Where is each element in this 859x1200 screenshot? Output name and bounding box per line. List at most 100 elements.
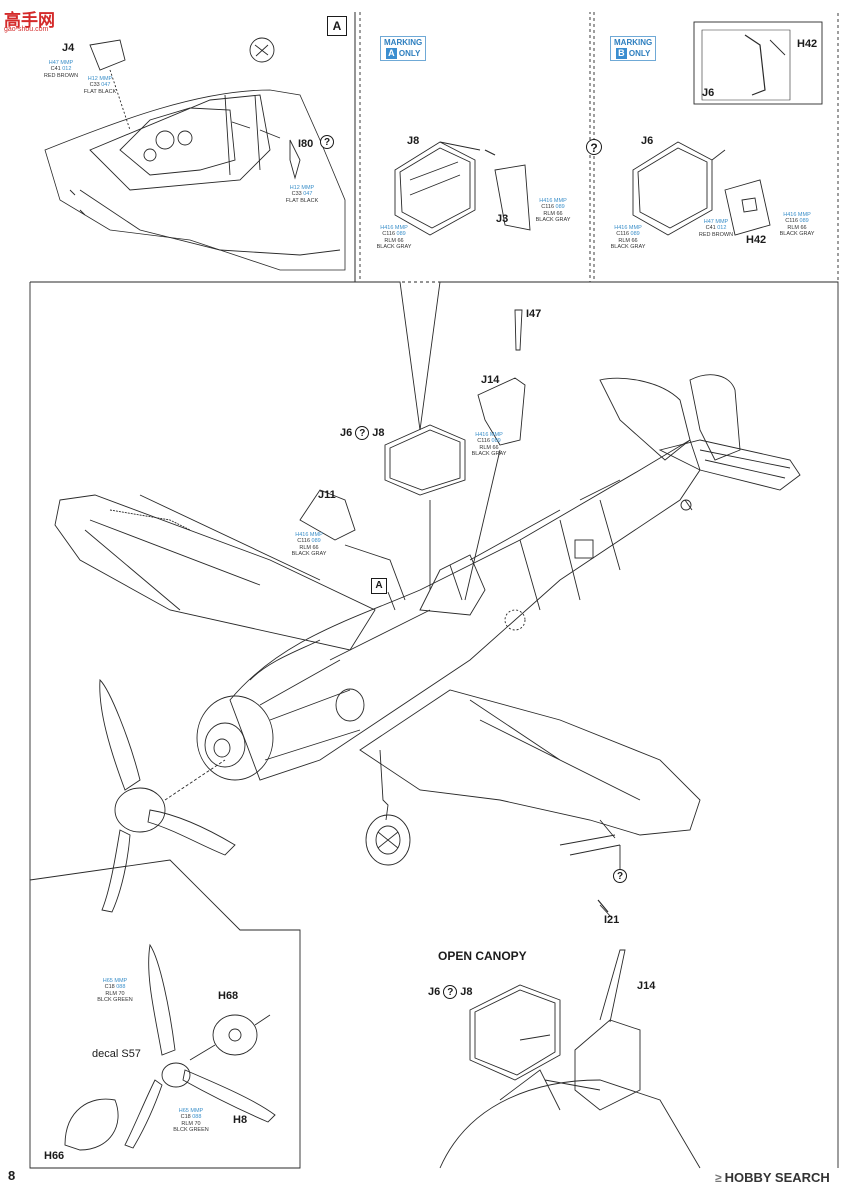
hobby-search-text: HOBBY SEARCH (724, 1170, 830, 1185)
paint-color-code: C41 (705, 225, 716, 232)
paint-number: 089 (630, 231, 640, 238)
paint-hobby-code: H416 MMP (475, 432, 503, 438)
panel-a-marker: A (327, 16, 347, 36)
inset-h42-label: H42 (797, 38, 818, 50)
paint-hobby-code: H47 MMP (48, 60, 74, 66)
inset-j6-label: J6 (702, 87, 715, 99)
part-j14-label: J14 (637, 980, 656, 992)
paint-name: RLM 66 (618, 237, 638, 244)
paint-name: RLM 66 (299, 544, 319, 551)
marking-suffix: ONLY (398, 49, 421, 58)
paint-callout: H416 MMP C116 089 RLM 66 BLACK GRAY (470, 432, 508, 458)
part-j6-j8-label: J6 ? J8 (340, 426, 385, 440)
propeller-frame (29, 859, 301, 1169)
part-h66-label: H66 (44, 1150, 65, 1162)
paint-name: RLM 66 (543, 210, 563, 217)
paint-hobby-code: H416 MMP (380, 225, 408, 231)
paint-hobby-code: H12 MMP (289, 185, 315, 191)
part-i47-label: I47 (526, 308, 542, 320)
paint-color-code: C116 (477, 438, 491, 445)
main-frame-top (30, 281, 839, 1168)
paint-number: 012 (62, 66, 72, 73)
part-j8-label: J8 (460, 986, 473, 998)
paint-hobby-code: H416 MMP (295, 532, 323, 538)
paint-name: RLM 70 (105, 990, 125, 997)
part-j14-label: J14 (481, 374, 500, 386)
marking-word: MARKING (614, 38, 653, 47)
paint-callout: H47 MMP C41 012 RED BROWN (43, 60, 79, 79)
paint-callout: H12 MMP C33 047 FLAT BLACK (82, 76, 118, 95)
paint-callout: H416 MMP C116 089 RLM 66 BLACK GRAY (534, 198, 572, 224)
paint-number: 089 (311, 538, 321, 545)
paint-hobby-code: H65 MMP (178, 1108, 204, 1114)
marking-suffix: ONLY (628, 49, 651, 58)
paint-name: FLAT BLACK (83, 88, 117, 95)
open-canopy-j6-j8-label: J6 ? J8 (428, 985, 473, 999)
paint-color-code: C41 (50, 66, 61, 73)
part-j8-label: J8 (372, 427, 385, 439)
part-j6-label: J6 (641, 135, 654, 147)
paint-number: 088 (192, 1114, 202, 1121)
paint-callout: H47 MMP C41 012 RED BROWN (697, 219, 735, 238)
paint-name: RLM 66 (787, 224, 807, 231)
paint-number: 047 (303, 191, 313, 198)
paint-name: BLACK GRAY (376, 244, 412, 251)
panel-a-border (354, 12, 360, 283)
paint-number: 012 (717, 225, 727, 232)
paint-name: BLACK GRAY (471, 451, 507, 458)
part-j3-label: J3 (496, 213, 509, 225)
part-j8-label: J8 (407, 135, 420, 147)
paint-color-code: C116 (297, 538, 311, 545)
paint-name: BLACK GRAY (291, 551, 327, 558)
optional-part-icon: ? (586, 139, 602, 155)
paint-color-code: C116 (785, 218, 799, 225)
paint-name: RLM 70 (181, 1120, 201, 1127)
paint-name: BLACK GRAY (779, 231, 815, 238)
paint-hobby-code: H65 MMP (102, 978, 128, 984)
marking-letter: A (385, 48, 397, 59)
paint-name: BLCK GREEN (97, 997, 133, 1004)
optional-part-icon: ? (443, 985, 458, 999)
paint-name: BLACK GRAY (535, 217, 571, 224)
paint-callout: H65 MMP C18 088 RLM 70 BLCK GREEN (172, 1108, 210, 1134)
paint-name: BLACK GRAY (610, 244, 646, 251)
paint-hobby-code: H12 MMP (87, 76, 113, 82)
paint-name: RLM 66 (384, 237, 404, 244)
paint-name: RED BROWN (43, 72, 79, 79)
part-j6-label: J6 (340, 427, 353, 439)
hobby-search-mark-icon: ≥ (715, 1170, 722, 1185)
decal-s57-label: decal S57 (92, 1048, 141, 1060)
part-h42-label: H42 (746, 234, 767, 246)
optional-part-icon: ? (320, 135, 334, 149)
optional-part-icon: ? (613, 869, 627, 883)
detail-a-marker: A (371, 578, 387, 594)
paint-number: 089 (555, 204, 565, 211)
page-number: 8 (8, 1168, 16, 1183)
marking-word: MARKING (384, 38, 423, 47)
hobby-search-logo: ≥ HOBBY SEARCH (715, 1170, 830, 1185)
site-watermark-text: 高手网 (4, 11, 55, 31)
part-h8-label: H8 (233, 1114, 248, 1126)
site-watermark: 高手网 (4, 6, 55, 31)
paint-color-code: C33 (291, 191, 302, 198)
paint-hobby-code: H416 MMP (539, 198, 567, 204)
paint-callout: H65 MMP C18 088 RLM 70 BLCK GREEN (96, 978, 134, 1004)
paint-color-code: C116 (616, 231, 630, 238)
optional-part-icon: ? (355, 426, 370, 440)
paint-color-code: C116 (541, 204, 555, 211)
paint-number: 088 (116, 984, 126, 991)
paint-color-code: C18 (180, 1114, 191, 1121)
paint-hobby-code: H47 MMP (703, 219, 729, 225)
paint-color-code: C18 (104, 984, 115, 991)
paint-color-code: C33 (89, 82, 100, 89)
paint-hobby-code: H416 MMP (614, 225, 642, 231)
part-i21-label: I21 (604, 914, 620, 926)
paint-hobby-code: H416 MMP (783, 212, 811, 218)
paint-color-code: C116 (382, 231, 396, 238)
paint-name: FLAT BLACK (285, 197, 319, 204)
part-j6-label: J6 (428, 986, 441, 998)
paint-number: 047 (101, 82, 111, 89)
open-canopy-title: OPEN CANOPY (438, 949, 527, 963)
paint-callout: H416 MMP C116 089 RLM 66 BLACK GRAY (609, 225, 647, 251)
